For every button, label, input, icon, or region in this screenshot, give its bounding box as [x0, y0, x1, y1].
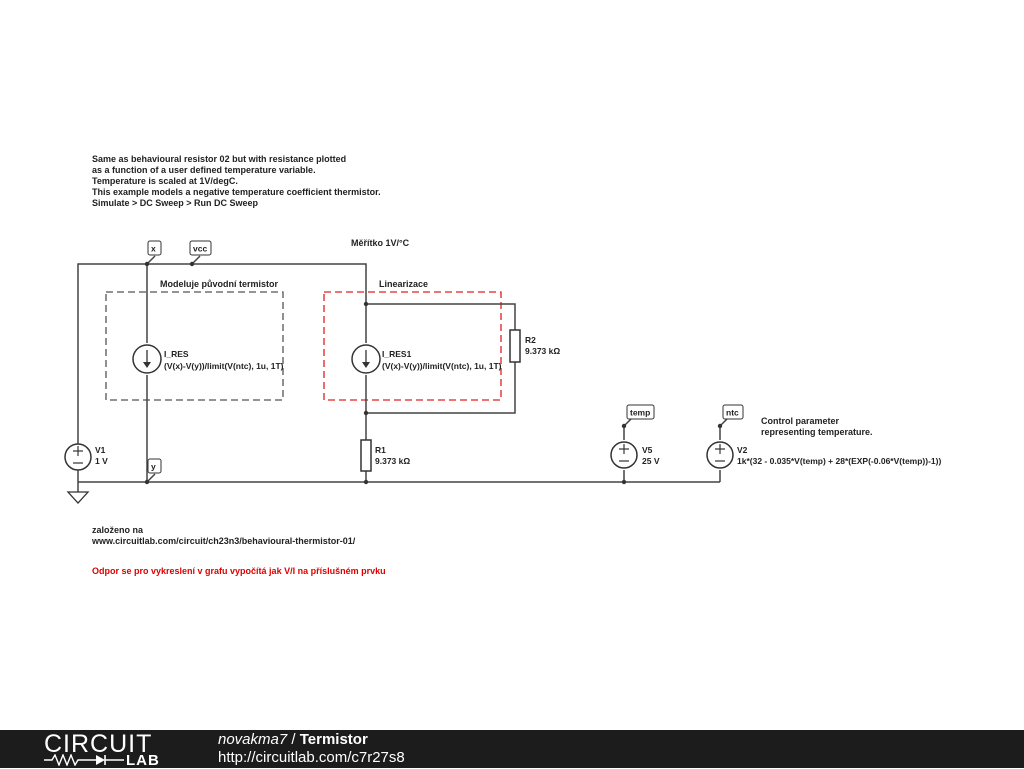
voltage-source-v2[interactable]	[706, 441, 734, 469]
brand-logo-lab: LAB	[126, 752, 160, 769]
ground-symbol[interactable]	[66, 491, 90, 504]
resistor-r2[interactable]	[509, 329, 521, 363]
i-res-name: I_RES	[164, 349, 189, 359]
node-flag-temp[interactable]: temp	[626, 404, 655, 420]
author-name[interactable]: novakma7	[218, 731, 288, 748]
v1-value: 1 V	[95, 456, 108, 466]
current-source-i-res1[interactable]	[351, 344, 381, 374]
i-res1-expr: (V(x)-V(y))/limit(V(ntc), 1u, 1T)	[382, 361, 502, 371]
original-thermistor-box	[105, 291, 284, 401]
footer-title: novakma7 / Termistor	[218, 731, 368, 748]
linearization-box	[323, 291, 502, 401]
footer-url[interactable]: http://circuitlab.com/c7r27s8	[218, 749, 405, 766]
node-flag-x-label: x	[151, 244, 156, 254]
current-source-i-res[interactable]	[132, 344, 162, 374]
r2-value: 9.373 kΩ	[525, 346, 560, 356]
brand-logo-circuit[interactable]: CIRCUIT	[44, 730, 153, 758]
i-res1-name: I_RES1	[382, 349, 412, 359]
node-flag-y[interactable]: y	[147, 458, 162, 474]
based-on-url: www.circuitlab.com/circuit/ch23n3/behavi…	[91, 536, 356, 546]
based-on-line: založeno na	[92, 525, 144, 535]
description-line: Temperature is scaled at 1V/degC.	[92, 176, 238, 186]
v2-expr: 1k*(32 - 0.035*V(temp) + 28*(EXP(-0.06*V…	[737, 456, 941, 466]
project-name[interactable]: Termistor	[299, 731, 368, 748]
v5-name: V5	[642, 445, 653, 455]
original-box-label: Modeluje původní termistor	[160, 279, 279, 289]
description-line: Same as behavioural resistor 02 but with…	[92, 154, 346, 164]
r1-name: R1	[375, 445, 386, 455]
v2-name: V2	[737, 445, 748, 455]
i-res-expr: (V(x)-V(y))/limit(V(ntc), 1u, 1T)	[164, 361, 284, 371]
scale-note: Měřítko 1V/°C	[351, 238, 410, 248]
description-line: Simulate > DC Sweep > Run DC Sweep	[92, 198, 259, 208]
node-flag-vcc[interactable]: vcc	[189, 240, 212, 256]
node-flag-temp-label: temp	[630, 408, 650, 418]
title-separator: /	[287, 731, 300, 748]
r2-name: R2	[525, 335, 536, 345]
junctions	[144, 261, 723, 485]
description-line: as a function of a user defined temperat…	[92, 165, 316, 175]
schematic-canvas: Same as behavioural resistor 02 but with…	[64, 154, 941, 576]
node-flag-y-label: y	[151, 462, 156, 472]
voltage-source-v5[interactable]	[610, 441, 638, 469]
node-flag-x[interactable]: x	[147, 240, 162, 256]
v1-name: V1	[95, 445, 106, 455]
node-flag-vcc-label: vcc	[193, 244, 207, 254]
control-note-line: representing temperature.	[761, 427, 873, 437]
r1-value: 9.373 kΩ	[375, 456, 410, 466]
node-flag-ntc[interactable]: ntc	[722, 404, 744, 420]
footer-bar: CIRCUIT LAB novakma7 / Termistor http://…	[0, 730, 1024, 769]
resistor-r1[interactable]	[360, 439, 372, 472]
description-line: This example models a negative temperatu…	[92, 187, 381, 197]
resistor-diode-icon	[44, 754, 124, 766]
linear-box-label: Linearizace	[379, 279, 428, 289]
node-flag-ntc-label: ntc	[726, 408, 739, 418]
voltage-source-v1[interactable]	[64, 443, 92, 471]
red-note: Odpor se pro vykreslení v grafu vypočítá…	[92, 566, 386, 576]
control-note-line: Control parameter	[761, 416, 840, 426]
v5-value: 25 V	[642, 456, 660, 466]
